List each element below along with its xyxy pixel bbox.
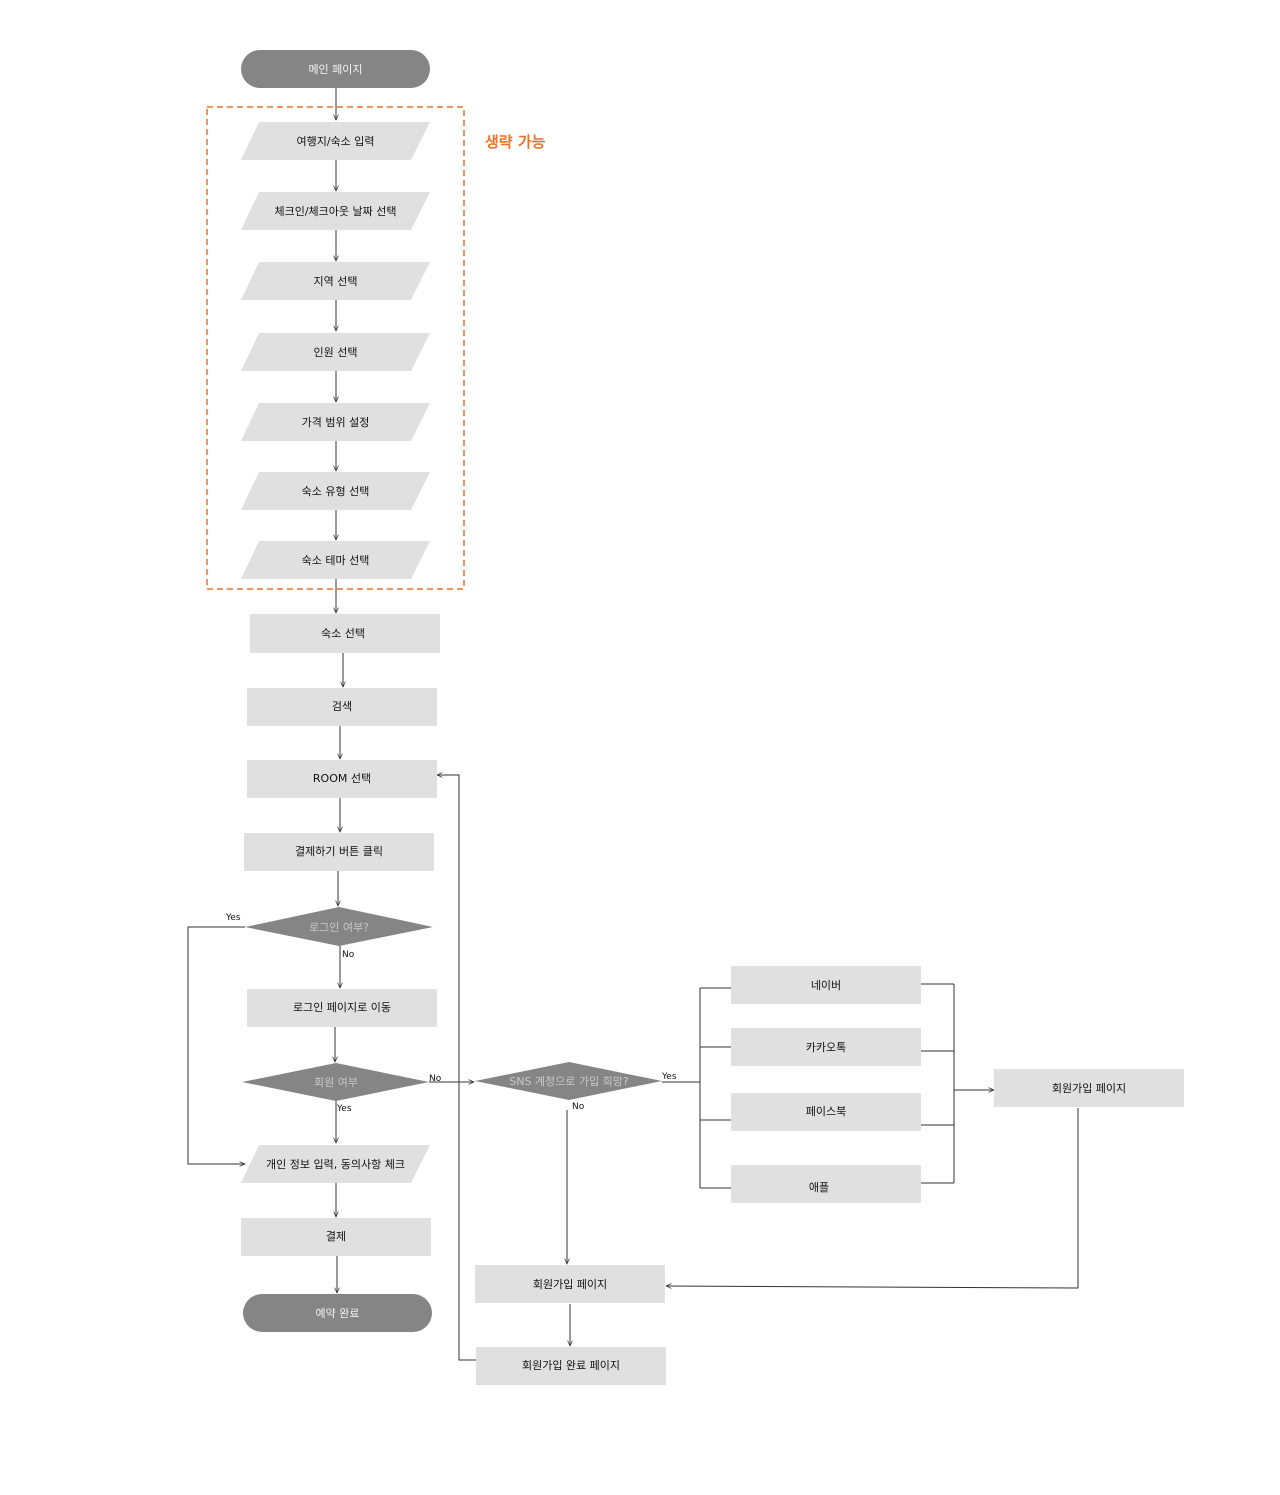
node-reservation-done [243, 1294, 432, 1332]
node-sns-signup-check-label: SNS 계정으로 가입 희망? [509, 1075, 629, 1088]
node-signup-page-right [994, 1069, 1184, 1107]
node-destination-input [241, 122, 430, 160]
node-facebook [731, 1093, 921, 1131]
node-kakao [731, 1028, 921, 1066]
node-login-check [245, 907, 433, 946]
node-naver-label: 네이버 [811, 979, 841, 992]
node-region-select [241, 262, 430, 300]
node-guest-select [241, 333, 430, 371]
node-go-login-page [247, 989, 437, 1027]
node-main-page-label: 메인 페이지 [308, 63, 362, 76]
node-destination-input-label: 여행지/숙소 입력 [296, 135, 374, 148]
node-guest-select-label: 인원 선택 [314, 346, 358, 359]
label-member-yes: Yes [336, 1104, 352, 1114]
node-stay-type-label: 숙소 유형 선택 [302, 485, 370, 498]
label-member-no: No [429, 1074, 442, 1084]
label-sns-no: No [572, 1102, 585, 1112]
node-reservation-done-label: 예약 완료 [316, 1306, 360, 1320]
node-payment [241, 1218, 431, 1256]
node-go-login-page-label: 로그인 페이지로 이동 [293, 1001, 391, 1014]
edge-signup-right-to-signup [666, 1108, 1079, 1288]
label-login-no: No [342, 950, 355, 960]
node-member-check-label: 회원 여부 [314, 1076, 358, 1089]
node-search [247, 688, 437, 726]
node-date-select [241, 192, 430, 230]
node-signup-done-page [476, 1347, 666, 1385]
node-personal-info [241, 1145, 430, 1183]
node-stay-theme [241, 541, 430, 579]
node-naver [731, 966, 921, 1004]
node-pay-button-click-label: 결제하기 버튼 클릭 [295, 844, 383, 858]
node-price-range-label: 가격 범위 설정 [302, 416, 370, 429]
node-room-select-label: ROOM 선택 [313, 772, 371, 785]
connectors [187, 88, 1079, 1361]
node-pay-button-click [244, 833, 434, 871]
node-stay-theme-label: 숙소 테마 선택 [302, 554, 370, 567]
node-signup-page [475, 1265, 665, 1303]
node-apple [731, 1165, 921, 1203]
node-region-select-label: 지역 선택 [314, 275, 358, 288]
node-stay-select-label: 숙소 선택 [321, 627, 365, 640]
node-price-range [241, 403, 430, 441]
node-date-select-label: 체크인/체크아웃 날짜 선택 [274, 205, 396, 218]
node-facebook-label: 페이스북 [806, 1105, 846, 1118]
node-signup-done-page-label: 회원가입 완료 페이지 [522, 1359, 620, 1372]
node-signup-page-label: 회원가입 페이지 [533, 1278, 607, 1291]
nodes: 메인 페이지 여행지/숙소 입력 체크인/체크아웃 날짜 선택 지역 선택 인원… [225, 50, 1184, 1385]
node-sns-signup-check [475, 1062, 662, 1100]
node-apple-label: 애플 [809, 1181, 829, 1194]
node-member-check [242, 1063, 429, 1101]
node-signup-page-right-label: 회원가입 페이지 [1052, 1082, 1126, 1095]
label-login-yes: Yes [225, 913, 241, 923]
node-stay-type [241, 472, 430, 510]
node-payment-label: 결제 [326, 1230, 346, 1243]
edge-signupdone-back-to-room [437, 775, 476, 1361]
label-sns-yes: Yes [661, 1072, 677, 1082]
node-room-select [247, 760, 437, 798]
node-search-label: 검색 [332, 700, 352, 713]
node-main-page [241, 50, 430, 88]
node-login-check-label: 로그인 여부? [309, 921, 369, 934]
optional-annotation: 생략 가능 [485, 133, 546, 151]
node-stay-select [250, 614, 440, 653]
node-personal-info-label: 개인 정보 입력, 동의사항 체크 [266, 1158, 405, 1171]
edge-login-yes [187, 926, 245, 1164]
node-kakao-label: 카카오톡 [806, 1041, 846, 1054]
